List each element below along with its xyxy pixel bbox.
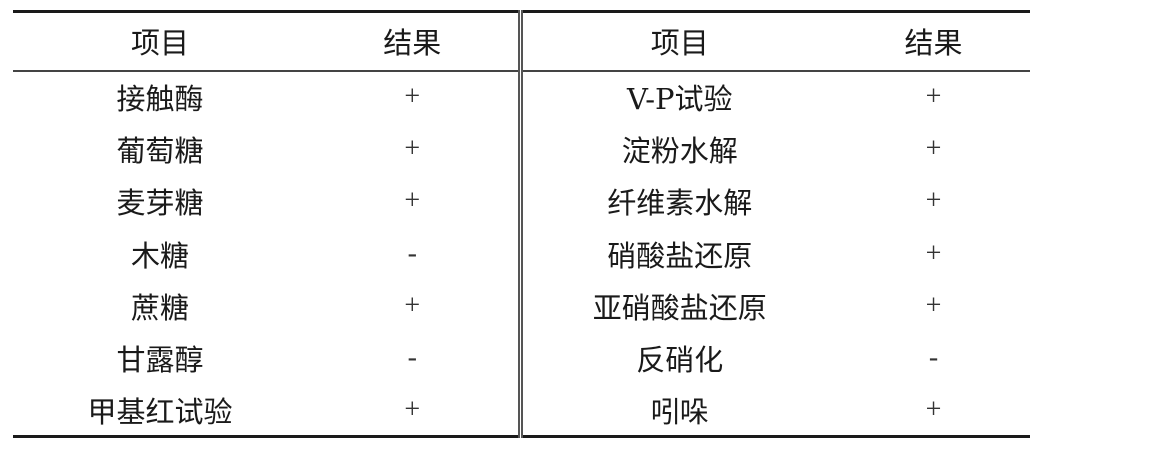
table-row: 蔗糖 + 亚硝酸盐还原 +: [13, 279, 1030, 332]
result-cell: -: [307, 331, 523, 385]
result-cell: +: [307, 70, 523, 123]
result-cell: +: [307, 175, 523, 228]
result-cell: +: [925, 132, 942, 164]
table-row: 木糖 - 硝酸盐还原 +: [13, 227, 1030, 280]
table-row: 甲基红试验 + 吲哚 +: [13, 384, 1030, 437]
result-cell: +: [307, 384, 523, 437]
item-cell: 反硝化: [636, 343, 724, 378]
header-item-right: 项目: [650, 26, 709, 61]
item-cell: V-P试验: [626, 82, 733, 117]
item-cell: 淀粉水解: [621, 133, 738, 168]
item-cell: 亚硝酸盐还原: [592, 290, 767, 325]
item-cell: 甘露醇: [116, 343, 204, 378]
item-cell: 甲基红试验: [87, 394, 233, 429]
table-row: 麦芽糖 + 纤维素水解 +: [13, 175, 1030, 228]
item-cell: 木糖: [130, 238, 189, 273]
result-cell: -: [928, 342, 939, 374]
item-cell: 麦芽糖: [116, 186, 204, 221]
table-row: 葡萄糖 + 淀粉水解 +: [13, 122, 1030, 176]
item-cell: 葡萄糖: [116, 133, 204, 168]
result-cell: -: [307, 227, 523, 280]
item-cell: 吲哚: [650, 394, 709, 429]
header-result-right: 结果: [904, 26, 963, 61]
result-cell: +: [307, 279, 523, 332]
header-item-left: 项目: [130, 26, 189, 61]
result-cell: +: [925, 81, 942, 113]
result-cell: +: [307, 122, 523, 176]
result-cell: +: [925, 185, 942, 217]
header-result-left: 结果: [307, 11, 523, 71]
result-cell: +: [925, 237, 942, 269]
results-table: 项目 结果 项目 结果 接触酶 + V-P试验 + 葡萄糖 + 淀粉水解 + 麦芽糖 + 纤维素水解…: [13, 10, 1030, 438]
table-row: 接触酶 + V-P试验 +: [13, 70, 1030, 123]
result-cell: +: [925, 393, 942, 425]
item-cell: 蔗糖: [130, 290, 189, 325]
table-row: 甘露醇 - 反硝化 -: [13, 331, 1030, 385]
item-cell: 纤维素水解: [607, 186, 753, 221]
item-cell: 接触酶: [116, 82, 204, 117]
header-row: 项目 结果 项目 结果: [13, 11, 1030, 71]
item-cell: 硝酸盐还原: [607, 238, 753, 273]
result-cell: +: [925, 289, 942, 321]
